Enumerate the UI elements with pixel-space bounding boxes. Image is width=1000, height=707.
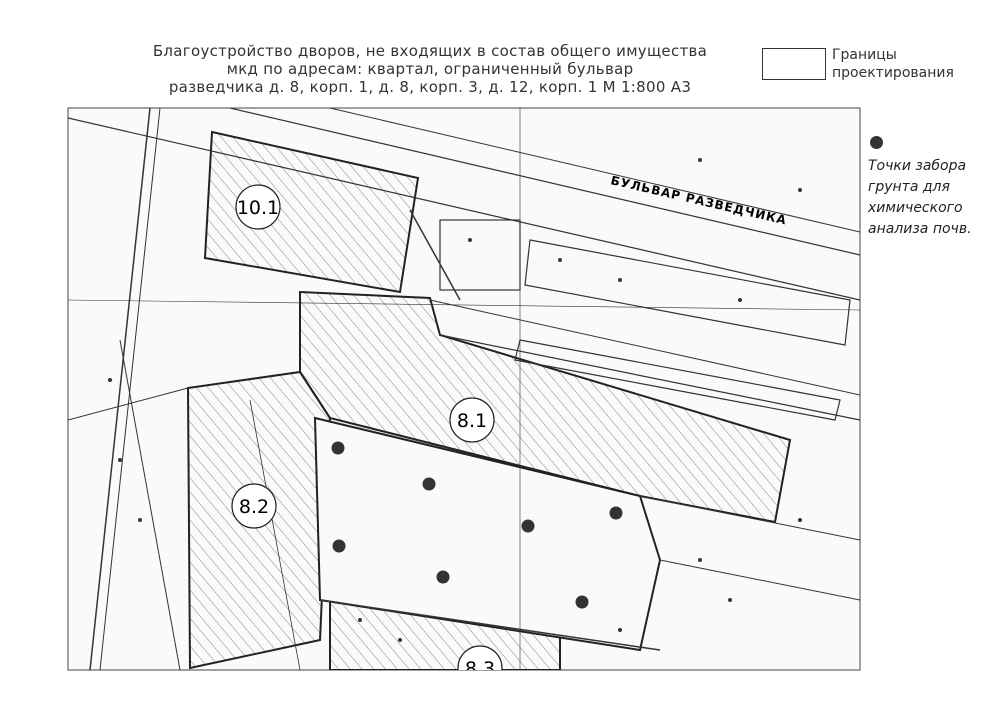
map-title: Благоустройство дворов, не входящих в со… xyxy=(80,42,780,96)
zone-10-1-area xyxy=(203,130,420,294)
zone-label-8-1: 8.1 xyxy=(449,397,495,443)
legend-sample-point-label: Точки забора грунта для химического анал… xyxy=(868,156,972,240)
legend-boundary-swatch xyxy=(762,48,826,80)
zone-8-1-text: 8.1 xyxy=(457,410,487,432)
legend-points-label-1: Точки забора xyxy=(868,158,967,174)
sample-point xyxy=(422,477,436,491)
legend-sample-point-icon xyxy=(870,136,883,149)
sample-point xyxy=(575,595,589,609)
survey-marks xyxy=(108,158,802,642)
zone-10-1-text: 10.1 xyxy=(237,197,279,219)
zone-8-2-text: 8.2 xyxy=(239,496,269,518)
legend-points-label-3: химического xyxy=(868,200,963,216)
zone-label-10-1: 10.1 xyxy=(235,184,281,230)
title-line-2: мкд по адресам: квартал, ограниченный бу… xyxy=(226,60,634,78)
legend-points-label-2: грунта для xyxy=(868,179,950,195)
survey-lines xyxy=(68,108,860,670)
sample-point xyxy=(331,441,345,455)
sample-point xyxy=(521,519,535,533)
title-line-1: Благоустройство дворов, не входящих в со… xyxy=(152,42,708,60)
title-line-3: разведчика д. 8, корп. 1, д. 8, корп. 3,… xyxy=(168,78,692,96)
legend-points-label-4: анализа почв. xyxy=(868,221,972,237)
zone-label-8-3: 8.3 xyxy=(457,645,503,680)
legend-boundary-label-2: проектирования xyxy=(832,65,954,81)
zone-label-8-2: 8.2 xyxy=(231,483,277,529)
sample-points xyxy=(331,441,623,609)
sample-point xyxy=(609,506,623,520)
legend-boundary-label: Границы проектирования xyxy=(832,46,954,82)
sample-point xyxy=(332,539,346,553)
courtyard-outline xyxy=(313,416,662,652)
legend-boundary-label-1: Границы xyxy=(832,47,897,63)
zone-8-3-text: 8.3 xyxy=(465,658,495,680)
sample-point xyxy=(436,570,450,584)
